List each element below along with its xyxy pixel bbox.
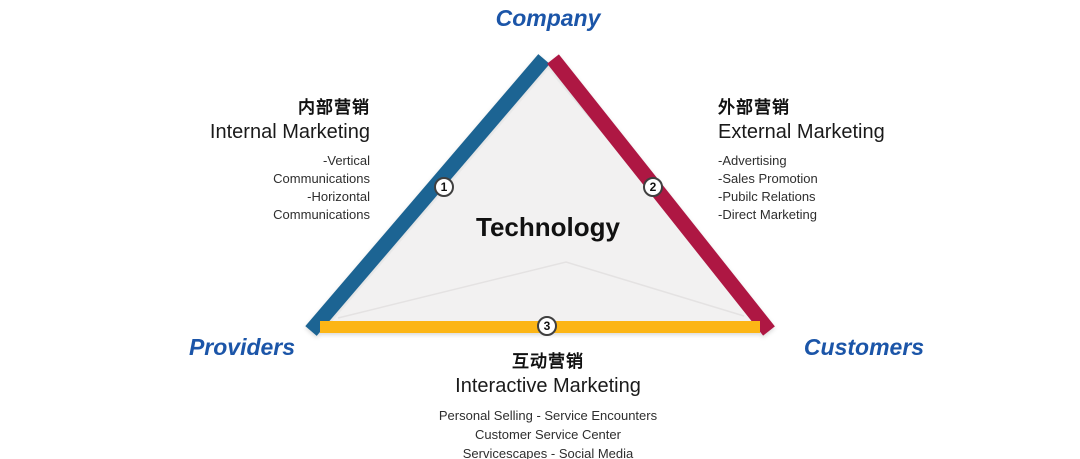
edge-badge-3: 3 [537,316,557,336]
interactive-marketing-title-zh: 互动营销 [511,352,584,371]
external-marketing-line: -Pubilc Relations [718,188,816,204]
external-marketing-line: -Advertising [718,152,787,168]
edge-badge-1: 1 [434,177,454,197]
internal-marketing-block: 内部营销 Internal Marketing -Vertical Commun… [210,98,370,224]
internal-marketing-line: -Vertical [323,152,370,168]
external-marketing-line: -Sales Promotion [718,170,818,186]
triangle-left-edge [305,54,550,336]
triangle-right-edge [547,54,775,336]
interactive-marketing-line: Customer Service Center [475,426,621,442]
vertex-label-providers: Providers [188,334,296,360]
interactive-marketing-line: Personal Selling - Service Encounters [438,407,658,423]
internal-marketing-title-zh: 内部营销 [298,98,370,117]
triangle-seam-line [337,261,745,319]
internal-marketing-line: -Horizontal [307,188,370,204]
interactive-marketing-title-en: Interactive Marketing [455,374,641,397]
internal-marketing-title-en: Internal Marketing [209,120,370,143]
internal-marketing-line: Communications [273,206,370,222]
center-label-technology: Technology [476,212,620,242]
triangle-inner-fill [330,70,766,324]
external-marketing-title-en: External Marketing [718,120,885,143]
edge-badge-2: 2 [643,177,663,197]
interactive-marketing-line: Servicescapes - Social Media [462,445,634,459]
vertex-label-customers: Customers [803,334,925,360]
external-marketing-block: 外部营销 External Marketing -Advertising -Sa… [718,98,885,224]
external-marketing-title-zh: 外部营销 [718,98,790,117]
external-marketing-line: -Direct Marketing [718,206,817,222]
vertex-label-company: Company [495,5,601,31]
interactive-marketing-block: 互动营销 Interactive Marketing Personal Sell… [439,352,657,459]
internal-marketing-line: Communications [273,170,370,186]
